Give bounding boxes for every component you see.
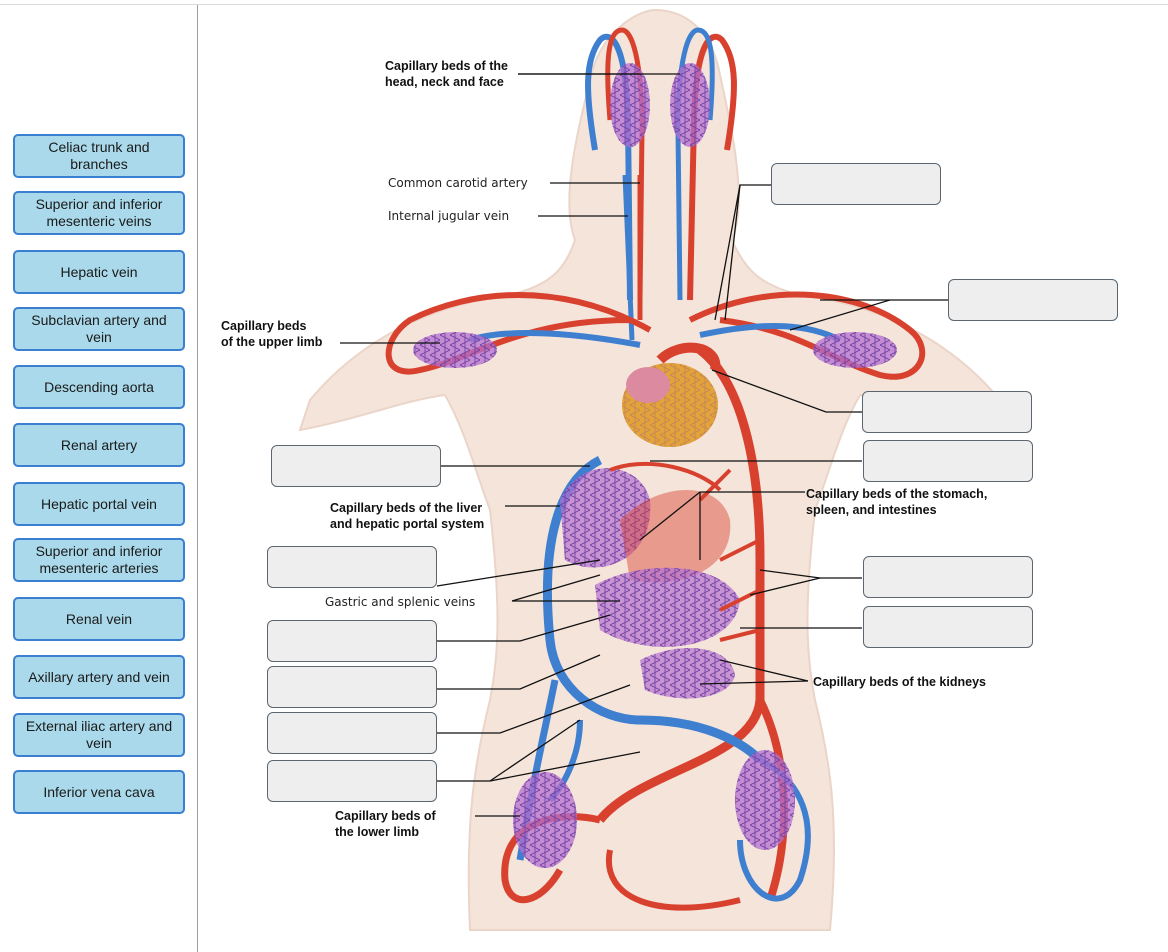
drop-target-2[interactable] bbox=[948, 279, 1118, 321]
bank-item-celiac-trunk[interactable]: Celiac trunk and branches bbox=[13, 134, 185, 178]
drop-target-9[interactable] bbox=[267, 620, 437, 662]
drop-target-11[interactable] bbox=[267, 712, 437, 754]
label-lower-limb: Capillary beds of the lower limb bbox=[335, 809, 436, 839]
label-liver: Capillary beds of the liver and hepatic … bbox=[330, 501, 485, 531]
bank-item-mesenteric-veins[interactable]: Superior and inferior mesenteric veins bbox=[13, 191, 185, 235]
bank-item-axillary[interactable]: Axillary artery and vein bbox=[13, 655, 185, 699]
leg-loops bbox=[501, 719, 811, 911]
label-common-carotid: Common carotid artery bbox=[388, 176, 528, 190]
label-stomach: Capillary beds of the stomach, spleen, a… bbox=[806, 487, 988, 517]
bank-item-external-iliac[interactable]: External iliac artery and vein bbox=[13, 713, 185, 757]
label-internal-jugular: Internal jugular vein bbox=[388, 209, 510, 223]
bank-item-hepatic-portal-vein[interactable]: Hepatic portal vein bbox=[13, 482, 185, 526]
bank-item-mesenteric-arteries[interactable]: Superior and inferior mesenteric arterie… bbox=[13, 538, 185, 582]
leader-lines bbox=[340, 73, 948, 817]
label-kidneys: Capillary beds of the kidneys bbox=[813, 675, 986, 689]
drop-target-5[interactable] bbox=[863, 440, 1033, 482]
drop-target-8[interactable] bbox=[863, 606, 1033, 648]
drop-target-6[interactable] bbox=[267, 546, 437, 588]
head-capillary-loops bbox=[585, 27, 737, 341]
drop-target-7[interactable] bbox=[863, 556, 1033, 598]
bank-item-renal-artery[interactable]: Renal artery bbox=[13, 423, 185, 467]
drop-target-3[interactable] bbox=[862, 391, 1032, 433]
label-head-capillaries: Capillary beds of the head, neck and fac… bbox=[385, 59, 508, 89]
drop-target-1[interactable] bbox=[771, 163, 941, 205]
drop-target-10[interactable] bbox=[267, 666, 437, 708]
word-bank: Celiac trunk and branches Superior and i… bbox=[0, 5, 198, 952]
label-upper-limb: Capillary beds of the upper limb bbox=[221, 319, 323, 349]
organ-capillary-beds bbox=[560, 461, 761, 699]
drop-target-12[interactable] bbox=[267, 760, 437, 802]
bank-item-renal-vein[interactable]: Renal vein bbox=[13, 597, 185, 641]
bank-item-hepatic-vein[interactable]: Hepatic vein bbox=[13, 250, 185, 294]
bank-item-descending-aorta[interactable]: Descending aorta bbox=[13, 365, 185, 409]
drop-target-4[interactable] bbox=[271, 445, 441, 487]
bank-item-inferior-vena-cava[interactable]: Inferior vena cava bbox=[13, 770, 185, 814]
top-divider bbox=[0, 4, 1168, 5]
circulatory-diagram bbox=[298, 8, 1012, 931]
arm-loops bbox=[385, 291, 926, 380]
label-gastric-splenic: Gastric and splenic veins bbox=[325, 595, 476, 609]
bank-item-subclavian[interactable]: Subclavian artery and vein bbox=[13, 307, 185, 351]
heart bbox=[622, 342, 721, 447]
body-silhouette bbox=[298, 8, 1012, 931]
